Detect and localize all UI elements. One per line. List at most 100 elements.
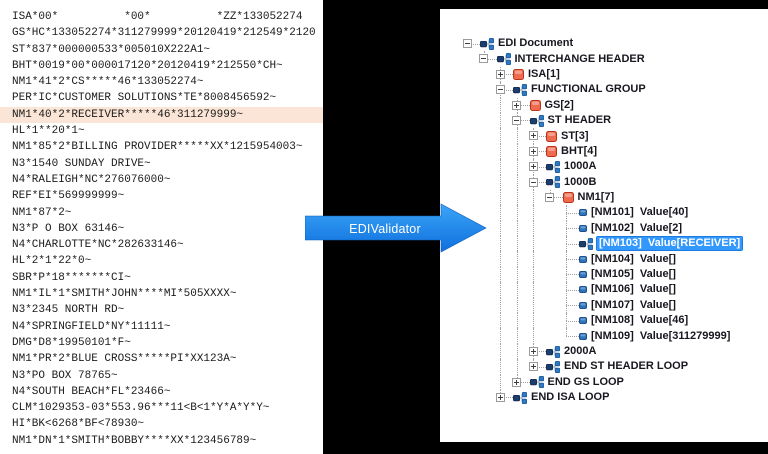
tree-guide-line [500, 89, 513, 91]
edi-line[interactable]: CLM*1029353-03*553.96***11<B<1*Y*A*Y*Y~ [12, 402, 270, 415]
expand-icon[interactable] [495, 69, 505, 79]
tree-item-st-3[interactable]: ST[3] [440, 128, 768, 144]
tree-guide-line [500, 251, 501, 267]
edi-line[interactable]: BHT*0019*00*000017120*20120419*212550*CH… [12, 59, 283, 72]
collapse-icon[interactable] [479, 54, 488, 64]
expand-icon[interactable] [528, 346, 538, 356]
tree-label[interactable]: [NM108] Value[46] [591, 314, 689, 327]
tree-guide-line [533, 236, 534, 252]
tree-item-gs-2[interactable]: GS[2] [440, 97, 768, 113]
tree-label[interactable]: ISA[1] [528, 67, 560, 80]
tree-label[interactable]: [NM101] Value[40] [591, 206, 689, 219]
tree-label[interactable]: EDI Document [498, 37, 574, 50]
edi-line[interactable]: HI*BK<6268*BF<78930~ [12, 418, 145, 431]
tree-label[interactable]: [NM102] Value[2] [591, 221, 683, 234]
edi-line[interactable]: N3*2345 NORTH RD~ [12, 304, 125, 317]
tree-label[interactable]: 1000A [564, 160, 597, 173]
edi-line[interactable]: NM1*PR*2*BLUE CROSS*****PI*XX123A~ [12, 353, 237, 366]
edi-line[interactable]: SBR*P*18*******CI~ [12, 271, 131, 284]
element-icon [579, 224, 587, 232]
tree-item-nm103-value-receiver[interactable]: [NM103] Value[RECEIVER] [440, 236, 768, 252]
edi-line[interactable]: GS*HC*133052274*311279999*20120419*21254… [12, 27, 316, 40]
collapse-icon[interactable] [462, 39, 472, 48]
tree-item-end-gs-loop[interactable]: END GS LOOP [440, 374, 768, 390]
tree-item-nm106-value[interactable]: [NM106] Value[] [440, 282, 768, 298]
edi-line[interactable]: NM1*87*2~ [12, 206, 72, 219]
tree-label[interactable]: END ST HEADER LOOP [564, 360, 689, 373]
tree-item-end-isa-loop[interactable]: END ISA LOOP [440, 389, 768, 405]
tree-item-isa-1[interactable]: ISA[1] [440, 66, 768, 83]
expand-icon[interactable] [528, 131, 538, 141]
tree-item-nm101-value-40[interactable]: [NM101] Value[40] [440, 205, 768, 221]
tree-label-selected[interactable]: [NM103] Value[RECEIVER] [595, 236, 744, 252]
tree-item-end-st-header-loop[interactable]: END ST HEADER LOOP [440, 359, 768, 375]
collapse-icon[interactable] [528, 177, 538, 187]
tree-label[interactable]: [NM109] Value[311279999] [591, 329, 731, 342]
tree-label[interactable]: ST[3] [561, 129, 589, 142]
edi-line-highlighted[interactable]: NM1*40*2*RECEIVER*****46*311279999~ [0, 106, 323, 124]
tree-item-nm102-value-2[interactable]: [NM102] Value[2] [440, 220, 768, 237]
tree-guide-line [566, 320, 567, 329]
expand-icon[interactable] [512, 100, 521, 110]
edi-line[interactable]: N3*1540 SUNDAY DRIVE~ [12, 157, 151, 170]
edi-line[interactable]: NM1*IL*1*SMITH*JOHN****MI*505XXXX~ [12, 288, 237, 301]
tree-item-edi-document[interactable]: EDI Document [440, 36, 768, 51]
edi-line[interactable]: N4*RALEIGH*NC*276076000~ [12, 173, 171, 186]
loop-icon [480, 37, 494, 50]
collapse-icon[interactable] [545, 192, 554, 202]
edi-line[interactable]: HL*1**20*1~ [12, 125, 85, 138]
tree-item-1000a[interactable]: 1000A [440, 159, 768, 175]
tree-label[interactable]: GS[2] [544, 98, 574, 111]
tree-label[interactable]: NM1[7] [577, 191, 615, 204]
tree-item-nm105-value[interactable]: [NM105] Value[] [440, 266, 768, 283]
edi-line[interactable]: N4*SOUTH BEACH*FL*23466~ [12, 385, 171, 398]
tree-item-nm108-value-46[interactable]: [NM108] Value[46] [440, 313, 768, 329]
expand-icon[interactable] [528, 146, 538, 156]
tree-item-interchange-header[interactable]: INTERCHANGE HEADER [440, 51, 768, 66]
tree-label[interactable]: 2000A [564, 345, 597, 357]
tree-label[interactable]: END GS LOOP [547, 375, 624, 388]
tree-item-1000b[interactable]: 1000B [440, 174, 768, 190]
tree-label[interactable]: BHT[4] [561, 144, 598, 157]
tree-label[interactable]: ST HEADER [547, 114, 612, 127]
edi-line[interactable]: NM1*41*2*CS*****46*133052274~ [12, 76, 204, 89]
edi-line[interactable]: DMG*D8*19950101*F~ [12, 336, 131, 349]
tree-item-nm1-7[interactable]: NM1[7] [440, 189, 768, 206]
edi-line[interactable]: N4*SPRINGFIELD*NY*11111~ [12, 320, 171, 333]
tree-guide-line [500, 143, 501, 160]
expand-icon[interactable] [495, 392, 505, 402]
edi-line[interactable]: NM1*DN*1*SMITH*BOBBY****XX*123456789~ [12, 434, 257, 447]
tree-label[interactable]: [NM104] Value[] [591, 252, 676, 265]
tree-guide-line [500, 97, 501, 113]
tree-label[interactable]: 1000B [564, 175, 597, 188]
tree-guide-line [500, 112, 501, 129]
collapse-icon[interactable] [495, 85, 505, 95]
tree-label[interactable]: [NM106] Value[] [591, 283, 676, 296]
tree-label[interactable]: FUNCTIONAL GROUP [531, 83, 646, 96]
edi-line[interactable]: NM1*85*2*BILLING PROVIDER*****XX*1215954… [12, 141, 303, 154]
tree-label[interactable]: [NM105] Value[] [591, 268, 676, 281]
tree-item-nm107-value[interactable]: [NM107] Value[] [440, 297, 768, 314]
expand-icon[interactable] [528, 162, 538, 172]
expand-icon[interactable] [528, 362, 538, 372]
tree-item-st-header[interactable]: ST HEADER [440, 112, 768, 129]
edi-line[interactable]: N3*PO BOX 78765~ [12, 369, 118, 382]
tree-item-nm104-value[interactable]: [NM104] Value[] [440, 251, 768, 267]
tree-item-2000a[interactable]: 2000A [440, 343, 768, 360]
expand-icon[interactable] [512, 377, 521, 387]
edi-line[interactable]: REF*EI*569999999~ [12, 190, 125, 203]
tree-item-functional-group[interactable]: FUNCTIONAL GROUP [440, 82, 768, 98]
tree-label[interactable]: INTERCHANGE HEADER [514, 52, 645, 65]
tree-label[interactable]: [NM107] Value[] [591, 298, 676, 311]
edi-line[interactable]: ST*837*000000533*005010X222A1~ [12, 43, 211, 56]
edi-line[interactable]: HL*2*1*22*0~ [12, 255, 92, 268]
collapse-icon[interactable] [512, 115, 521, 125]
edi-line[interactable]: N4*CHARLOTTE*NC*282633146~ [12, 239, 184, 252]
edi-line[interactable]: PER*IC*CUSTOMER SOLUTIONS*TE*8008456592~ [12, 92, 277, 105]
tree-item-nm109-value-311279999[interactable]: [NM109] Value[311279999] [440, 328, 768, 344]
tree-label[interactable]: END ISA LOOP [531, 391, 610, 404]
tree-item-bht-4[interactable]: BHT[4] [440, 143, 768, 160]
edi-line[interactable]: N3*P O BOX 63146~ [12, 222, 125, 235]
tree-guide-line [516, 189, 518, 206]
edi-line[interactable]: ISA*00* *00* *ZZ*133052274 [12, 11, 303, 23]
